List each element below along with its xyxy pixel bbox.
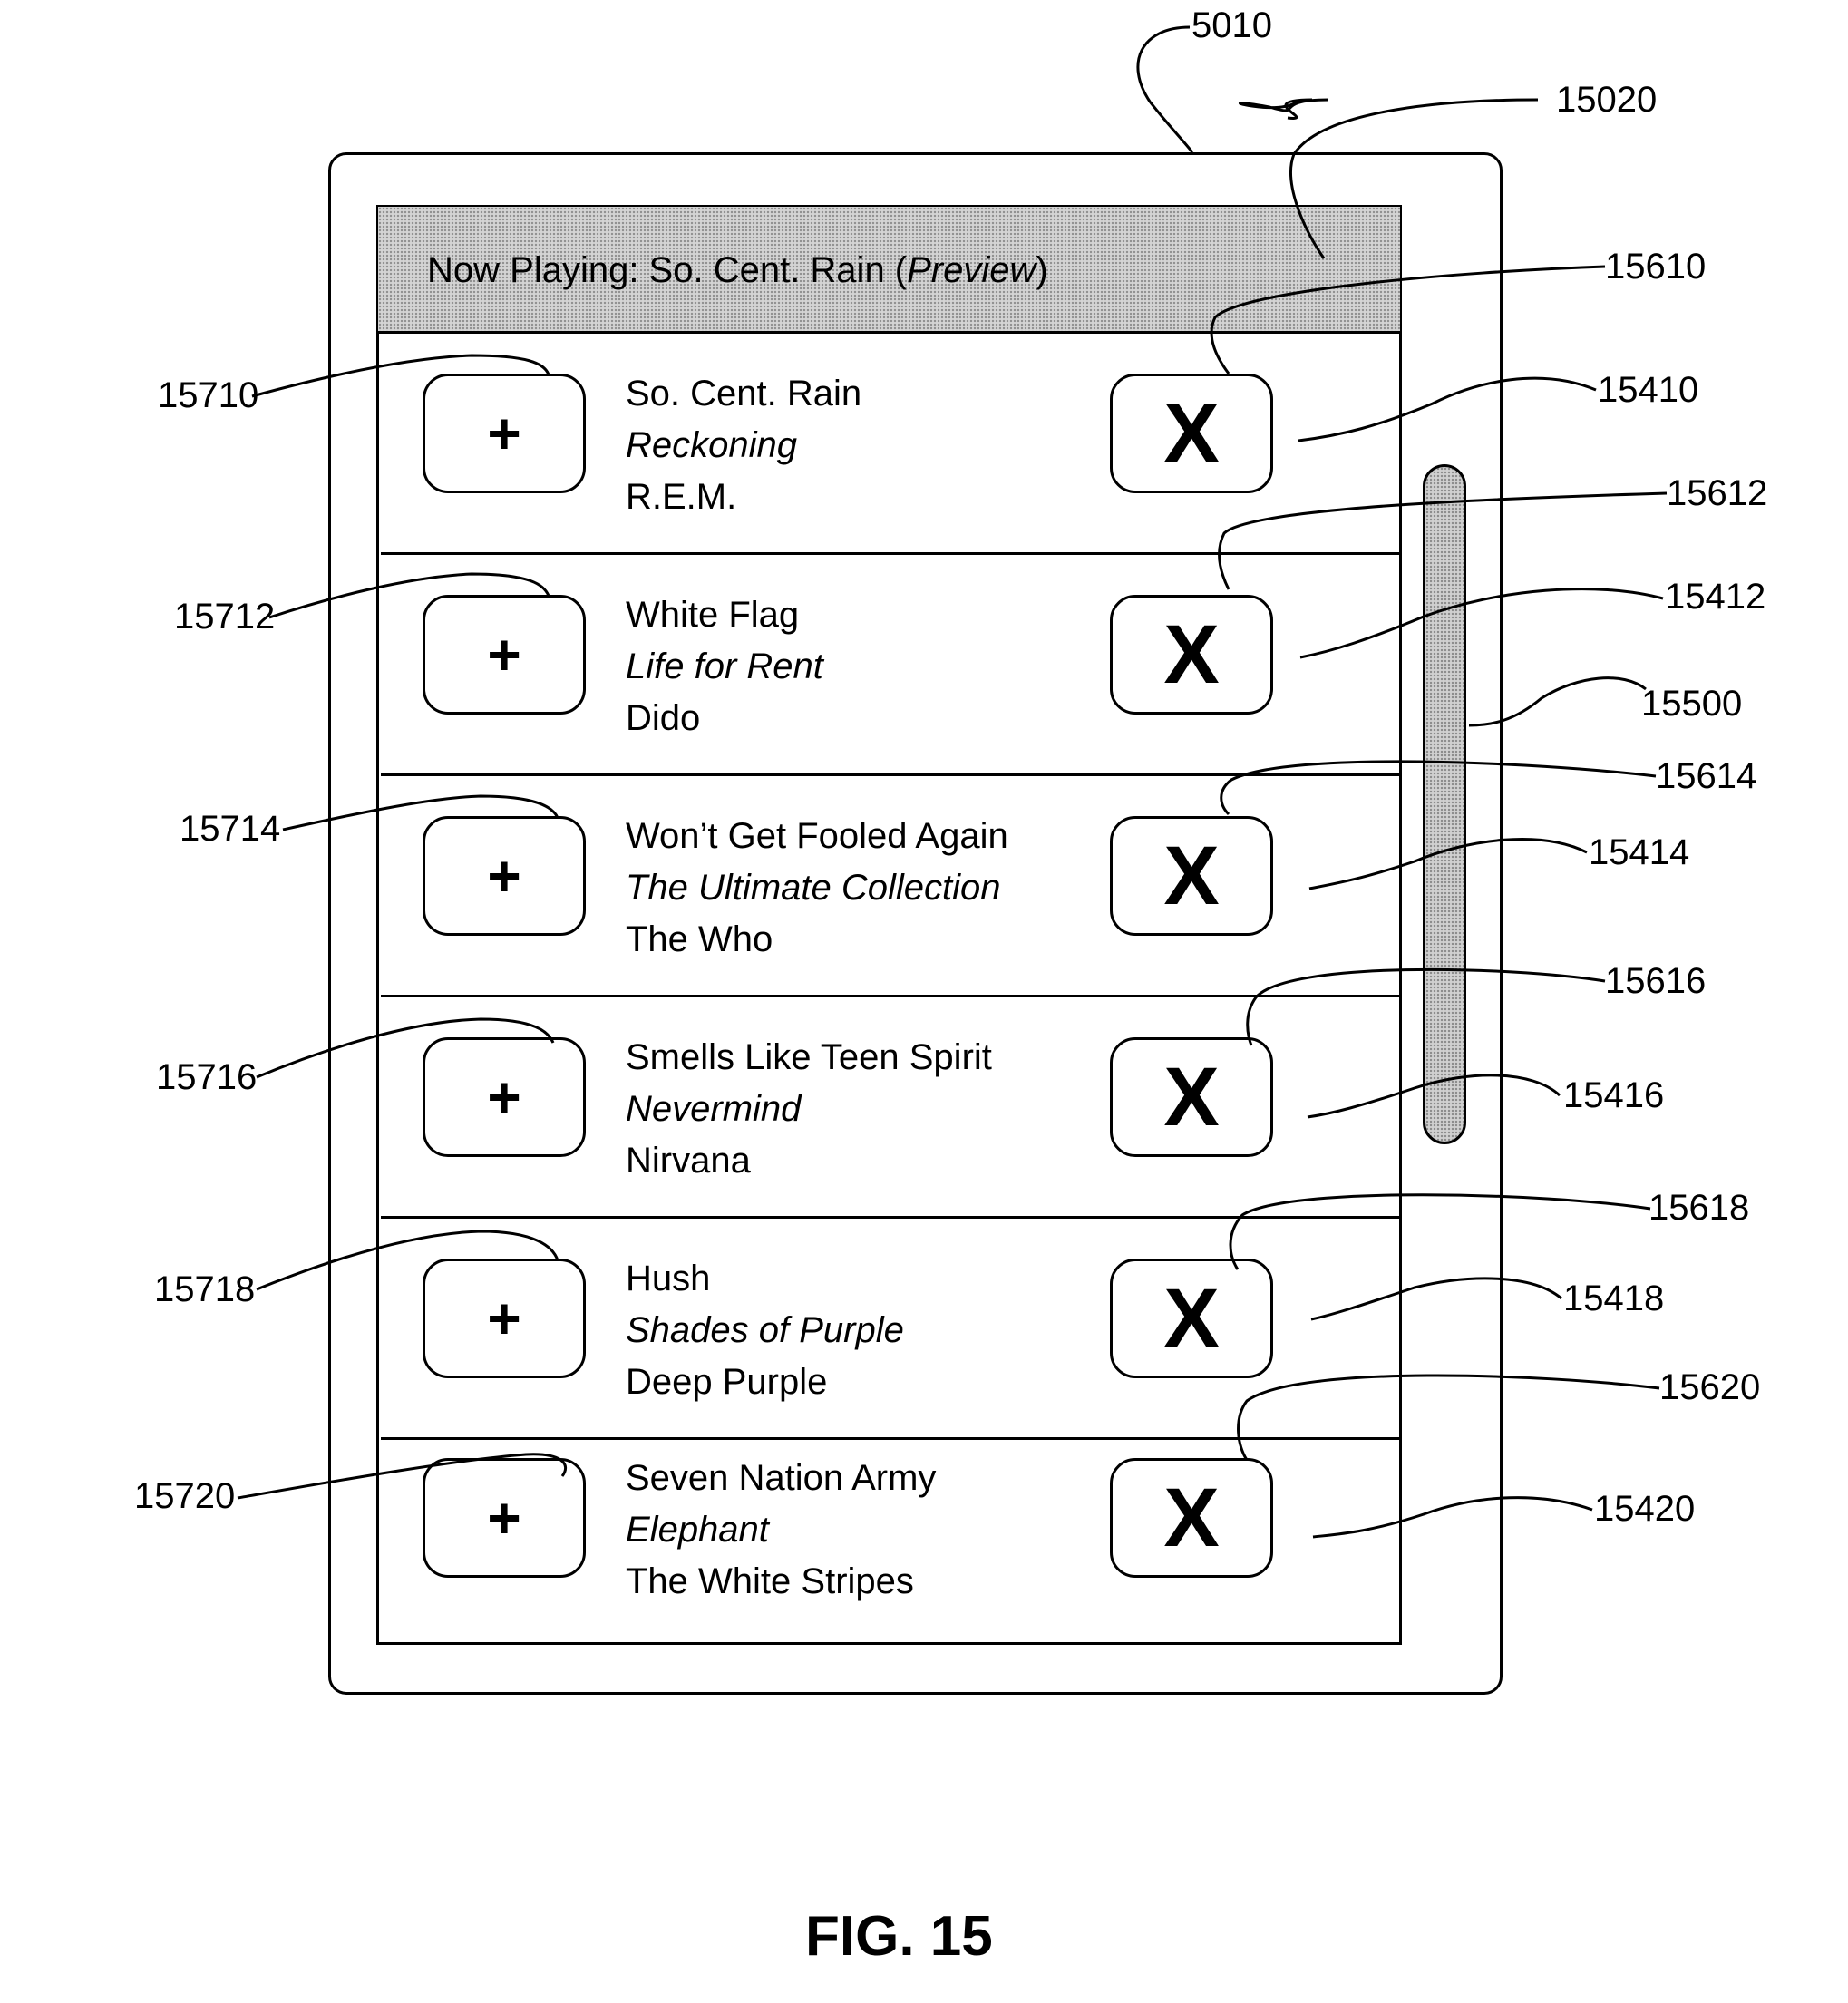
leader-line xyxy=(1308,1075,1560,1117)
leader-line xyxy=(1211,267,1605,374)
leader-line xyxy=(238,1454,566,1498)
leader-line xyxy=(269,574,549,617)
ref-label: 15614 xyxy=(1656,756,1756,797)
ref-label: 15616 xyxy=(1605,961,1706,1002)
ref-label: 15714 xyxy=(180,809,280,850)
ref-label: 15410 xyxy=(1598,370,1698,411)
ref-label: 15618 xyxy=(1649,1188,1749,1229)
ref-label: 15620 xyxy=(1659,1367,1760,1408)
ref-label: 15612 xyxy=(1667,473,1767,514)
leader-line xyxy=(1138,27,1192,152)
leader-line xyxy=(1298,378,1596,441)
ref-label: 15420 xyxy=(1594,1489,1695,1530)
leader-line xyxy=(1309,840,1587,889)
leader-line xyxy=(1239,1376,1659,1460)
ref-label: 15412 xyxy=(1665,577,1765,617)
leader-line xyxy=(1300,589,1663,657)
leader-line xyxy=(252,355,549,396)
ref-label: 15416 xyxy=(1563,1075,1664,1116)
leader-line xyxy=(1240,100,1328,111)
ref-label: 15610 xyxy=(1605,247,1706,287)
ref-label: 15718 xyxy=(154,1269,255,1310)
ref-label: 15500 xyxy=(1641,684,1742,724)
figure-label: FIG. 15 xyxy=(805,1904,993,1969)
leader-line xyxy=(1313,1498,1592,1537)
leader-line xyxy=(1248,969,1605,1045)
leader-line xyxy=(257,1231,558,1289)
ref-label: 15710 xyxy=(158,375,258,416)
ref-label: 15720 xyxy=(134,1476,235,1517)
leader-line xyxy=(1469,678,1646,725)
leader-line xyxy=(257,1019,553,1077)
leader-line xyxy=(1221,762,1656,814)
leader-line xyxy=(1220,493,1667,589)
ref-label: 15716 xyxy=(156,1057,257,1098)
leader-line xyxy=(283,796,558,830)
ref-label: 15020 xyxy=(1556,80,1657,121)
ref-label: 15414 xyxy=(1589,832,1689,873)
leader-line xyxy=(1311,1279,1561,1319)
ref-label: 15418 xyxy=(1563,1279,1664,1319)
ref-label: 5010 xyxy=(1191,5,1272,46)
leader-line xyxy=(1291,100,1538,258)
ref-label: 15712 xyxy=(174,597,275,637)
leader-line xyxy=(1230,1195,1650,1269)
